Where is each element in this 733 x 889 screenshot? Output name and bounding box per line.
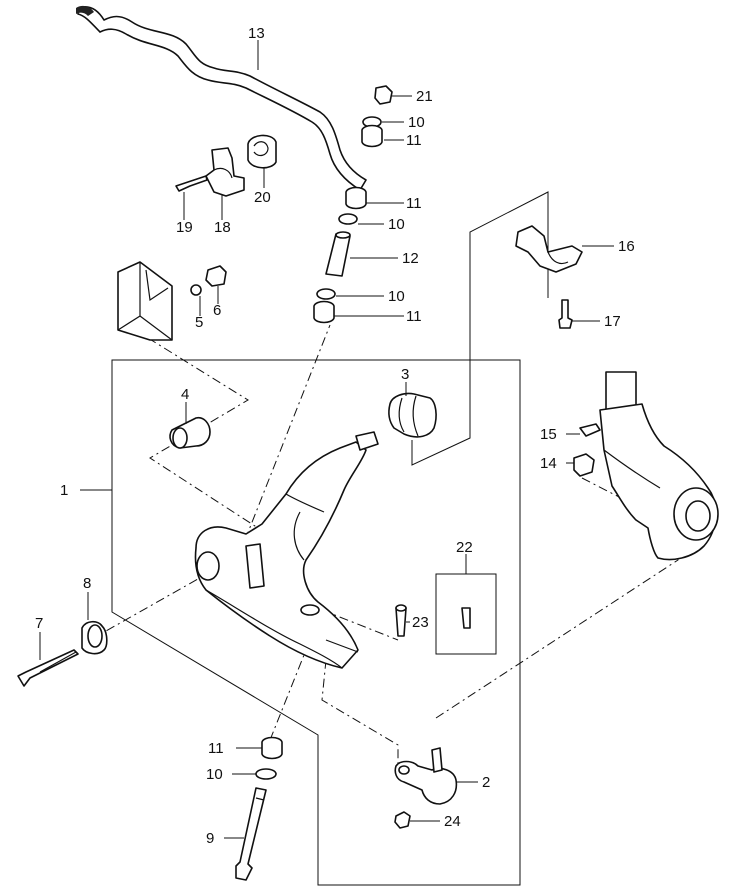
bushing-11-upper-mid — [345, 186, 367, 210]
callout-10-a: 10 — [408, 114, 425, 131]
callout-labels: 1 2 3 4 5 6 7 8 9 10 10 10 10 11 11 11 1… — [35, 25, 635, 847]
callout-12: 12 — [402, 250, 419, 267]
split-pin-15 — [579, 423, 601, 437]
callout-7: 7 — [35, 615, 43, 632]
callout-11-a: 11 — [406, 132, 422, 149]
stabilizer-bushing — [247, 134, 277, 169]
callout-23: 23 — [412, 614, 429, 631]
callout-13: 13 — [248, 25, 265, 42]
bolt-23 — [395, 607, 407, 637]
nut-14 — [573, 453, 595, 477]
bracket-bolt — [175, 175, 208, 192]
spacer-tube-12 — [325, 233, 351, 277]
nut-21 — [374, 85, 393, 105]
callout-2: 2 — [482, 774, 490, 791]
callout-4: 4 — [181, 386, 189, 403]
stabilizer-bracket-group — [175, 134, 277, 197]
lower-bolt-stack — [235, 736, 283, 881]
callout-21: 21 — [416, 88, 433, 105]
mounting-bracket-group — [117, 261, 227, 449]
callout-9: 9 — [206, 830, 214, 847]
bolt-9 — [235, 787, 267, 881]
bracket-16 — [515, 225, 583, 273]
assembly-lines — [89, 324, 679, 770]
stabilizer-bracket — [205, 147, 245, 197]
lower-control-arm — [194, 431, 379, 669]
rear-bushing-shaft — [355, 431, 379, 451]
knuckle-link-bracket-group — [515, 225, 583, 329]
callout-19: 19 — [176, 219, 193, 236]
callout-10-d: 10 — [206, 766, 223, 783]
assembly-frames — [111, 191, 549, 886]
callout-22: 22 — [456, 539, 473, 556]
lower-arm-frame — [111, 359, 521, 886]
callout-11-b: 11 — [406, 195, 422, 212]
bolt-17 — [558, 299, 573, 329]
washer-10-bottom — [255, 768, 277, 780]
leader-lines — [39, 40, 614, 839]
lower-arm-body — [194, 441, 367, 669]
front-bolt-group — [17, 620, 108, 687]
callout-5: 5 — [195, 314, 203, 331]
steering-knuckle-group — [573, 371, 719, 561]
front-bushing-eye — [196, 551, 220, 581]
callout-10-c: 10 — [388, 288, 405, 305]
bushing-11-lower-mid — [313, 300, 335, 324]
callout-20: 20 — [254, 189, 271, 206]
washer-10-lower-mid — [316, 288, 336, 300]
washer-5 — [190, 284, 202, 296]
callout-15: 15 — [540, 426, 557, 443]
bushing-11-bottom — [261, 736, 283, 760]
callout-11-c: 11 — [406, 308, 422, 325]
rear-bushing-3 — [388, 392, 437, 438]
bolt-22 — [461, 607, 471, 629]
bushing-11-top — [361, 124, 383, 148]
callout-18: 18 — [214, 219, 231, 236]
nut-24 — [394, 811, 411, 829]
knuckle-link-frame — [411, 191, 549, 466]
callout-24: 24 — [444, 813, 461, 830]
callout-16: 16 — [618, 238, 635, 255]
ball-joint-2 — [394, 760, 458, 805]
callout-3: 3 — [401, 366, 409, 383]
callout-8: 8 — [83, 575, 91, 592]
rear-bushing-3-group — [388, 392, 437, 438]
callout-6: 6 — [213, 302, 221, 319]
nut-6 — [205, 265, 227, 287]
washer-10-upper-mid — [338, 213, 358, 225]
ball-joint-group — [394, 604, 471, 829]
mounting-bracket-plate — [117, 261, 173, 341]
callout-11-d: 11 — [208, 740, 224, 757]
callout-10-b: 10 — [388, 216, 405, 233]
callout-1: 1 — [60, 482, 68, 499]
callout-14: 14 — [540, 455, 557, 472]
stabilizer-link-stack — [313, 85, 393, 324]
callout-17: 17 — [604, 313, 621, 330]
